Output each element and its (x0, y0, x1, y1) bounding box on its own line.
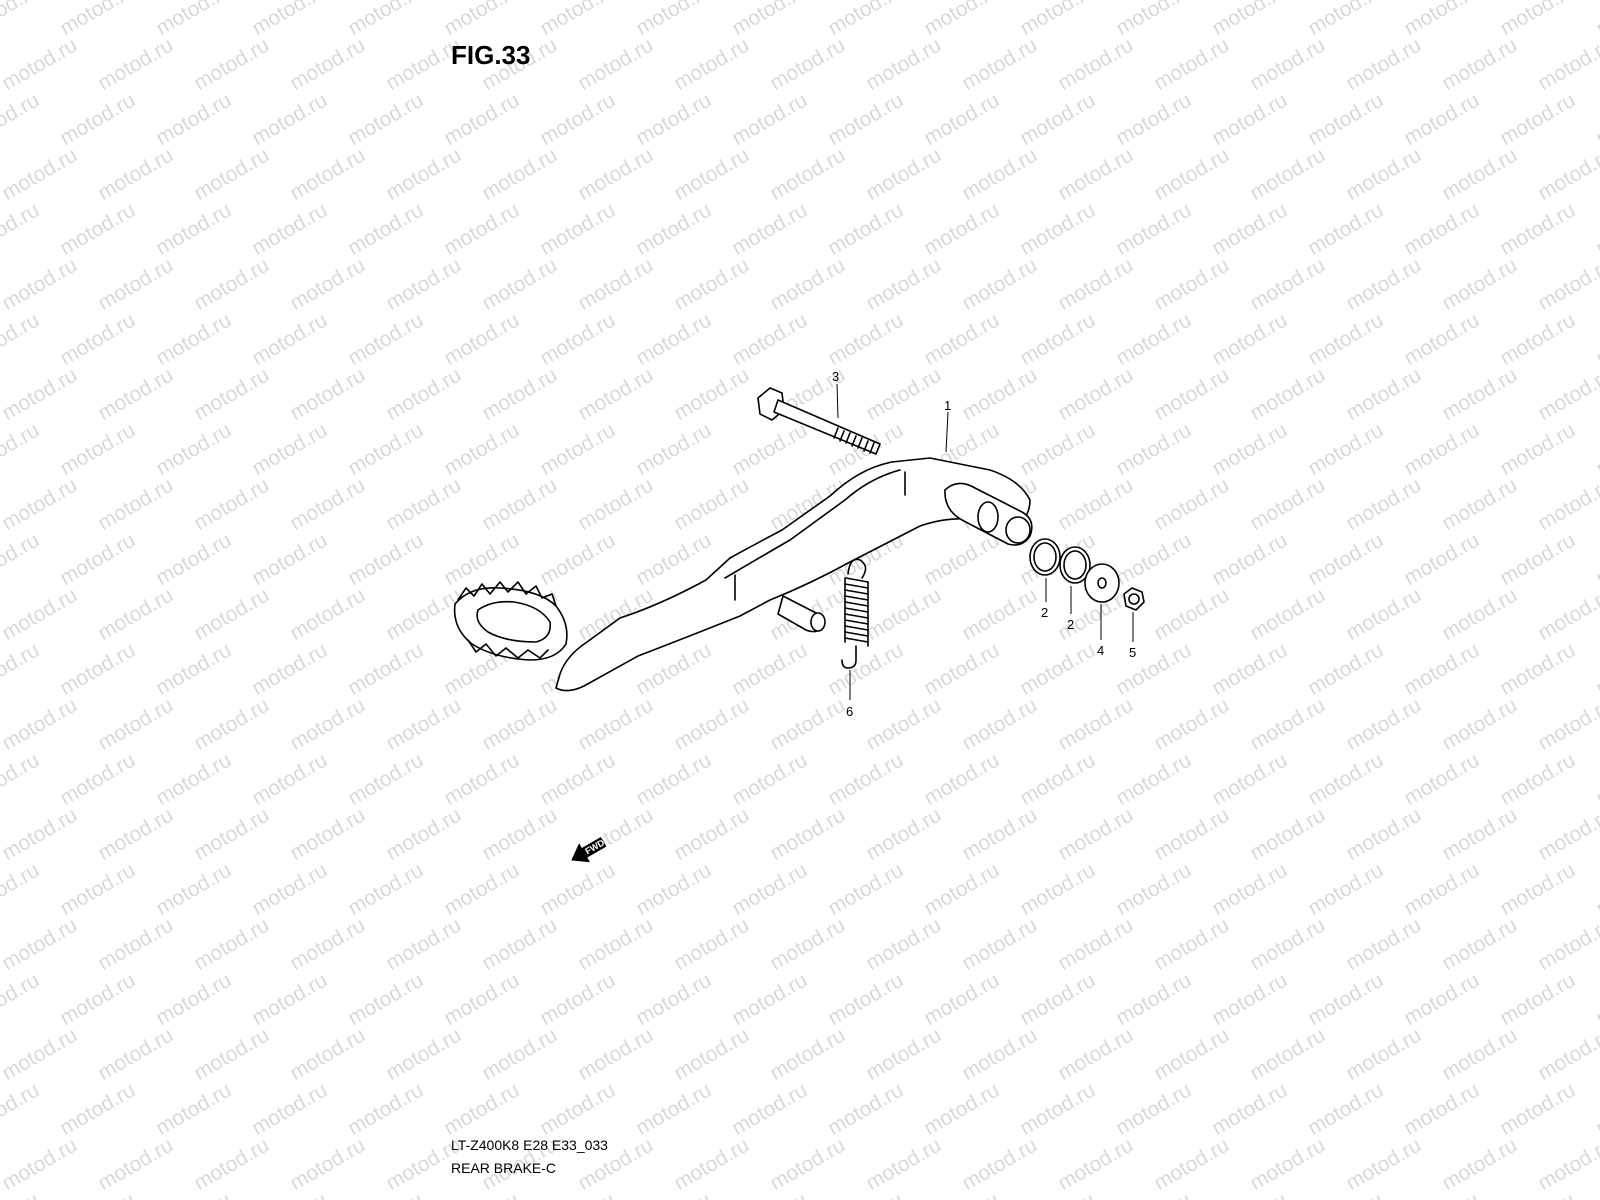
figure-name: REAR BRAKE-C (451, 1160, 557, 1176)
callout-5: 5 (1129, 645, 1136, 660)
bolt-part-3[interactable] (757, 387, 881, 455)
fwd-arrow-icon: FWD (571, 836, 607, 863)
return-spring-part-6[interactable] (841, 558, 869, 669)
pedal-tread-teeth (457, 581, 557, 659)
pedal-spring-pin-end (810, 612, 826, 632)
brake-pedal[interactable] (453, 457, 1033, 692)
figure-title: FIG.33 (451, 40, 531, 70)
callout-6: 6 (846, 704, 853, 719)
o-ring-part-2a[interactable] (1029, 538, 1061, 576)
o-ring-part-2b[interactable] (1059, 546, 1091, 584)
fwd-label: FWD (583, 837, 606, 856)
pedal-pivot-collar (977, 501, 999, 533)
bolt-shank (773, 399, 881, 455)
figure-code: LT-Z400K8 E28 E33_033 (451, 1137, 608, 1153)
pedal-arm-edge (724, 469, 906, 601)
pedal-pivot-end (1005, 516, 1031, 544)
pedal-tread-opening (476, 600, 552, 643)
bolt-thread (833, 427, 875, 454)
callout-labels: 3 1 2 2 4 5 6 (832, 369, 1136, 719)
callout-1: 1 (944, 398, 951, 413)
washer-part-4[interactable] (1084, 563, 1120, 603)
nut-part-5[interactable] (1123, 587, 1145, 611)
callout-4: 4 (1097, 643, 1104, 658)
callout-2a: 2 (1041, 605, 1048, 620)
callout-3: 3 (832, 369, 839, 384)
spring-coils (844, 577, 869, 643)
callout-2b: 2 (1067, 617, 1074, 632)
callout-leaders (836, 383, 1134, 700)
